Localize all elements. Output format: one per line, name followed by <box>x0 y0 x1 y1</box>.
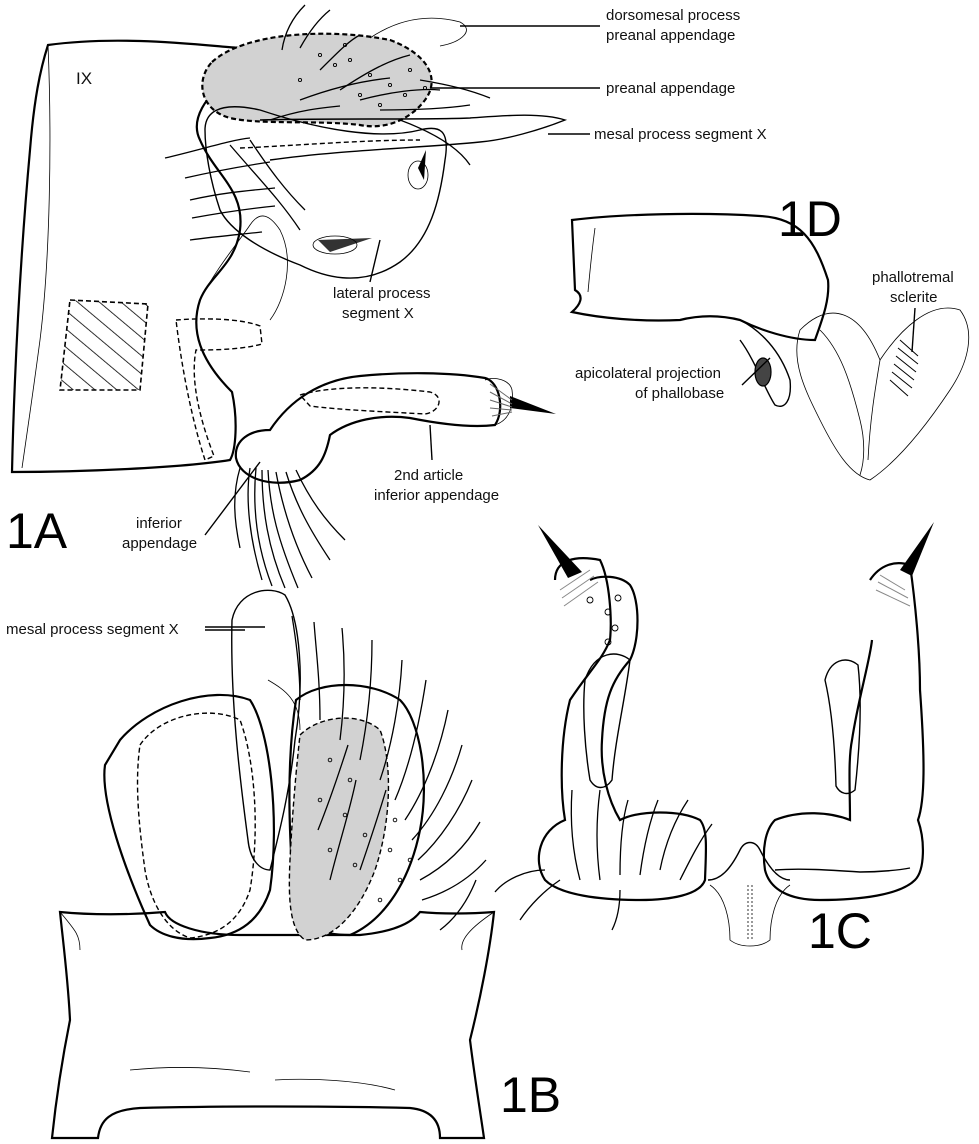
label-phallotremal-1: phallotremal <box>872 269 954 286</box>
inferior-appendage-dash <box>300 388 439 414</box>
panel-1c <box>495 522 934 946</box>
segment-ix-label: IX <box>76 69 92 88</box>
endophallus-fold <box>820 330 864 475</box>
sternal-line-r <box>275 1079 395 1090</box>
inferior-setae <box>235 468 345 588</box>
lateral-process <box>205 107 446 278</box>
spine-a-socket <box>408 161 428 189</box>
apicolateral-knob <box>755 358 771 386</box>
left-apical-spine <box>538 525 582 578</box>
endophallus <box>797 308 969 480</box>
label-phallotremal-2: sclerite <box>890 289 938 306</box>
pores-1c <box>587 595 621 645</box>
label-lateral-1: lateral process <box>333 285 431 302</box>
panel-label-1b: 1B <box>500 1067 561 1123</box>
phallotremal-sclerite <box>890 340 918 396</box>
sternal-line <box>130 1067 250 1072</box>
label-inferior-1: inferior <box>136 515 182 532</box>
panel-label-1c: 1C <box>808 903 872 959</box>
panel-1b <box>52 590 494 1138</box>
left-clasper <box>539 558 706 900</box>
label-lateral-2: segment X <box>342 305 414 322</box>
hatched-region <box>60 300 148 390</box>
apical-striations-c <box>560 570 910 606</box>
wavy-line-c <box>775 868 910 872</box>
label-inferior-2: appendage <box>122 535 197 552</box>
dashed-lobe <box>176 319 262 460</box>
segment-ix-inner-line <box>22 45 50 468</box>
thin-outline-lobe <box>200 216 287 320</box>
segment-ix-outline <box>12 41 241 472</box>
label-mesal-x-b: mesal process segment X <box>6 621 179 638</box>
central-tongue <box>710 885 790 946</box>
panel-label-1d: 1D <box>778 191 842 247</box>
right-apical-spine <box>900 522 934 576</box>
label-second-article-1: 2nd article <box>394 467 463 484</box>
label-apicolateral-1: apicolateral projection <box>575 365 721 382</box>
lateral-setae <box>165 138 305 240</box>
label-preanal: preanal appendage <box>606 80 735 97</box>
label-dorsomesal-2: preanal appendage <box>606 27 735 44</box>
central-sclerite <box>708 843 790 881</box>
label-mesal-x: mesal process segment X <box>594 126 767 143</box>
endophallus-fold-2 <box>868 360 880 460</box>
leader-phallotremal <box>912 308 915 352</box>
label-apicolateral-2: of phallobase <box>635 385 724 402</box>
segment-base <box>52 912 494 1138</box>
left-lobe <box>104 695 274 939</box>
preanal-appendage-shade <box>202 34 431 127</box>
mesal-process-dash <box>240 140 420 148</box>
right-clasper <box>764 563 924 900</box>
phallobase-inner <box>588 228 595 292</box>
panel-1a: IX <box>12 5 600 627</box>
panel-label-1a: 1A <box>6 503 68 559</box>
tip-spine <box>510 396 556 414</box>
spine-b <box>318 238 372 252</box>
panel-1d <box>572 214 969 480</box>
setae-1c <box>495 790 712 930</box>
left-inner-process <box>584 654 630 787</box>
label-second-article-2: inferior appendage <box>374 487 499 504</box>
label-dorsomesal-1: dorsomesal process <box>606 7 740 24</box>
